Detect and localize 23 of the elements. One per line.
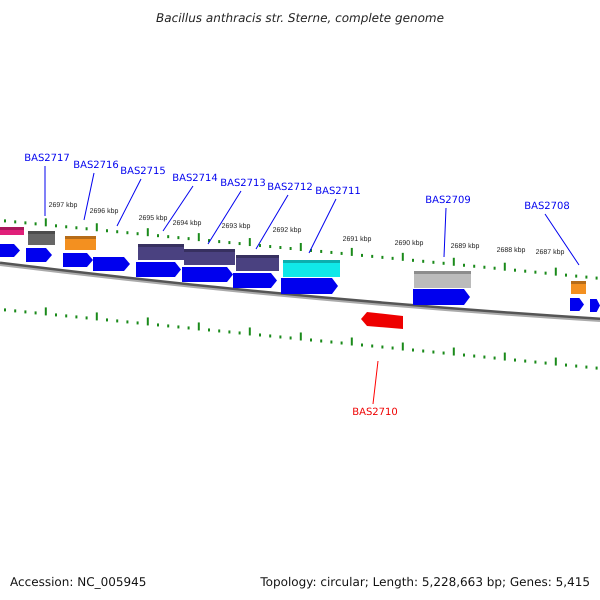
gene-label: BAS2716 bbox=[73, 161, 119, 171]
leader-line bbox=[44, 166, 46, 216]
leader-line bbox=[162, 186, 194, 232]
gene-label: BAS2714 bbox=[172, 174, 218, 184]
gene-label: BAS2712 bbox=[267, 183, 313, 193]
leader-line bbox=[116, 178, 142, 226]
gene-label: BAS2709 bbox=[425, 196, 471, 206]
leader-line bbox=[308, 198, 336, 254]
gene-label: BAS2713 bbox=[220, 179, 266, 189]
gene-label: BAS2710 bbox=[352, 408, 398, 418]
leader-line bbox=[256, 194, 288, 250]
gene-label: BAS2708 bbox=[524, 202, 570, 212]
leader-line bbox=[84, 172, 94, 220]
leader-line bbox=[544, 214, 580, 266]
gene-label: BAS2711 bbox=[315, 187, 361, 197]
genome-info-text: Topology: circular; Length: 5,228,663 bp; Genes: 5,415 bbox=[260, 576, 590, 588]
leader-line bbox=[444, 208, 446, 258]
gene-label: BAS2715 bbox=[120, 167, 166, 177]
leader-line bbox=[208, 190, 242, 244]
gene-label: BAS2717 bbox=[24, 154, 70, 164]
diagram-title: Bacillus anthracis str. Sterne, complete genome bbox=[156, 12, 444, 24]
leader-line bbox=[372, 360, 378, 404]
accession-text: Accession: NC_005945 bbox=[10, 576, 146, 588]
